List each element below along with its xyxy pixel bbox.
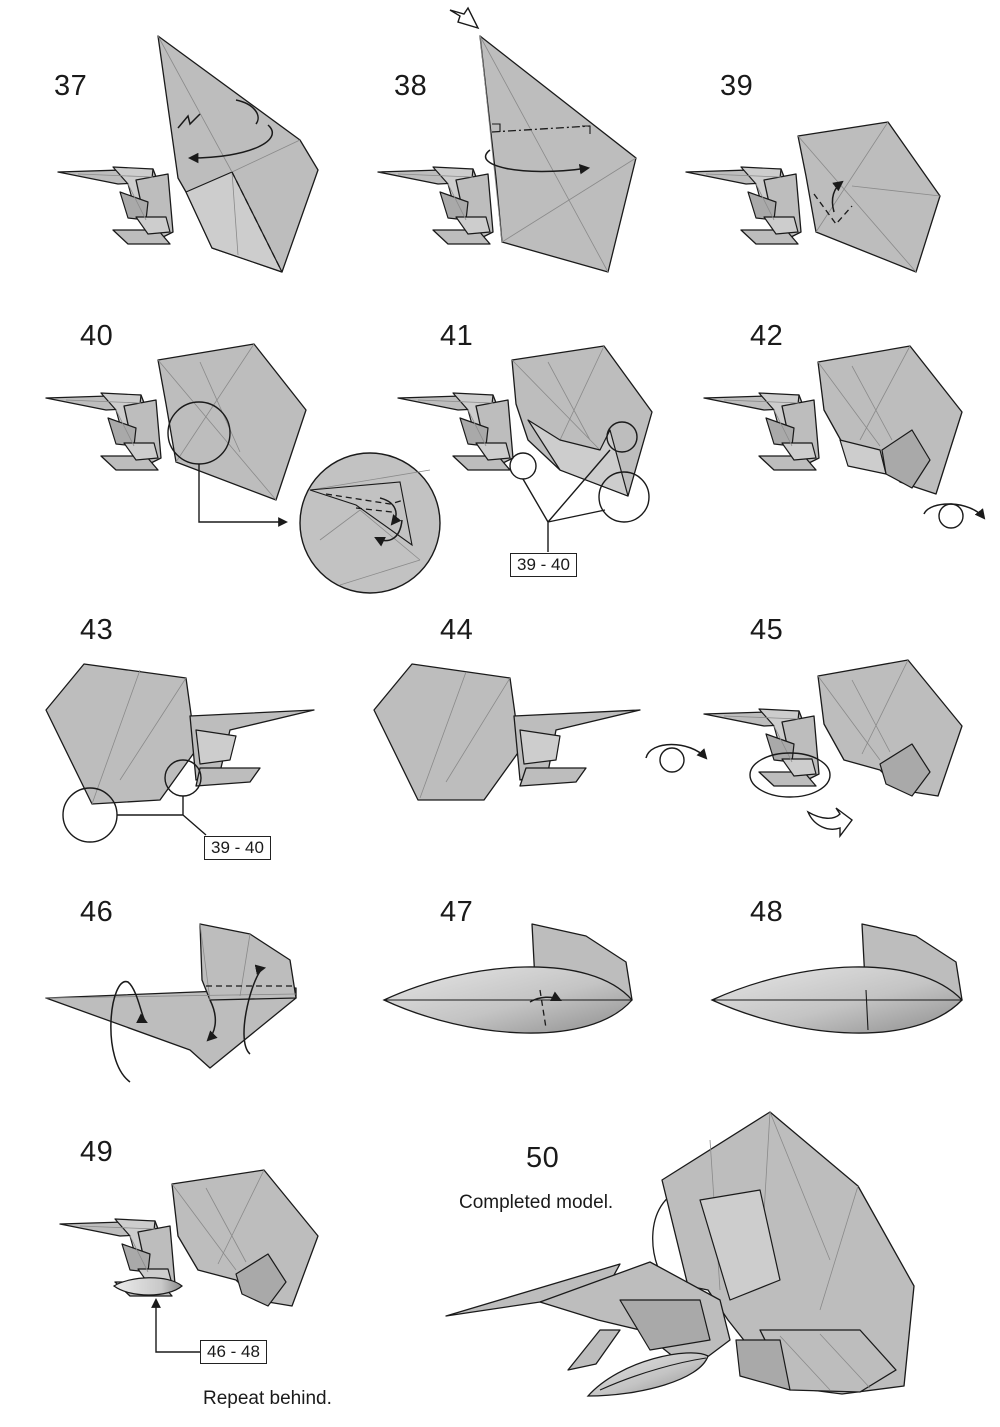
step-42-figure: [703, 345, 986, 529]
step-number-45: 45: [750, 614, 784, 646]
step-38-figure: [377, 6, 637, 273]
step-number-38: 38: [394, 70, 428, 102]
step-number-48: 48: [750, 896, 784, 928]
step-45-figure: [703, 659, 963, 839]
repeat-behind-caption: Repeat behind.: [203, 1388, 332, 1409]
step-number-37: 37: [54, 70, 88, 102]
step-number-43: 43: [80, 614, 114, 646]
step-49-figure: [59, 1169, 319, 1353]
step-number-47: 47: [440, 896, 474, 928]
step-39-figure: [685, 121, 941, 273]
step-number-39: 39: [720, 70, 754, 102]
completed-model-caption: Completed model.: [459, 1192, 614, 1213]
step-number-49: 49: [80, 1136, 114, 1168]
step-number-44: 44: [440, 614, 474, 646]
step-number-46: 46: [80, 896, 114, 928]
step-number-40: 40: [80, 320, 114, 352]
step-number-42: 42: [750, 320, 784, 352]
step-50-figure: [445, 1111, 915, 1397]
step-47-figure: [382, 923, 633, 1034]
step-41-figure: [397, 345, 653, 552]
step-40-figure: [45, 343, 441, 594]
step-37-figure: [57, 35, 319, 273]
step-46-figure: [45, 923, 297, 1083]
step-number-41: 41: [440, 320, 474, 352]
reference-box-step-41: 39 - 40: [510, 553, 577, 577]
step-44-figure: [373, 663, 708, 801]
step-number-50: 50: [526, 1142, 560, 1174]
reference-box-step-43: 39 - 40: [204, 836, 271, 860]
reference-box-step-49: 46 - 48: [200, 1340, 267, 1364]
step-48-figure: [710, 923, 963, 1034]
step-43-figure: [45, 663, 315, 843]
